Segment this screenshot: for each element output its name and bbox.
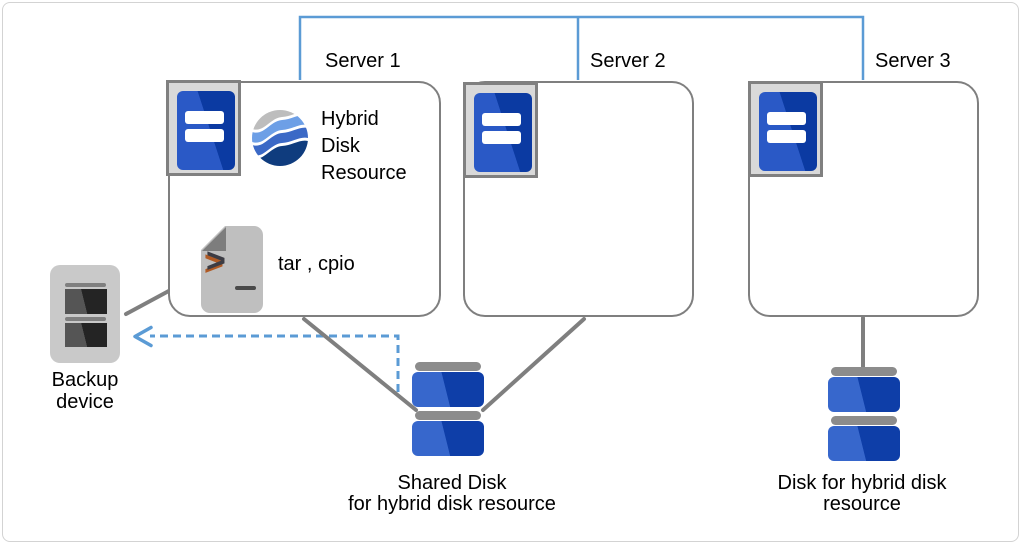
shared-disk-label: Shared Disk for hybrid disk resource xyxy=(348,472,556,515)
disk-platter xyxy=(412,372,484,407)
backup-slot-bar xyxy=(65,317,106,321)
server-icon-slot xyxy=(185,129,224,142)
backup-device-icon xyxy=(50,265,120,363)
backup-cartridge xyxy=(65,289,107,314)
server-icon-body xyxy=(177,91,235,170)
server-icon-slot xyxy=(482,131,521,144)
hybrid-disk-resource-label: Hybrid Disk Resource xyxy=(321,108,407,184)
server2-shareddisk-connector xyxy=(481,317,586,412)
server1-server-icon xyxy=(166,80,241,176)
server3-label: Server 3 xyxy=(875,50,951,72)
disk-platter xyxy=(828,426,900,461)
backup-cartridge xyxy=(65,323,107,347)
disk-cap xyxy=(831,416,897,425)
backup-device-label: Backup device xyxy=(51,369,119,413)
disk-cap xyxy=(415,411,481,420)
backup-slot-bar xyxy=(65,283,106,287)
server-icon-slot xyxy=(767,130,806,143)
server-icon-slot xyxy=(482,113,521,126)
server1-label: Server 1 xyxy=(325,50,401,72)
server1-shareddisk-connector xyxy=(302,317,418,412)
backup-dashed-arrow-line xyxy=(150,334,400,392)
server2-server-icon xyxy=(463,82,538,178)
server2-label: Server 2 xyxy=(590,50,666,72)
disk-cap xyxy=(415,362,481,371)
disk-platter xyxy=(412,421,484,456)
backup-commands-label: tar , cpio xyxy=(278,253,355,275)
prompt-shadow: > xyxy=(204,245,224,283)
hybrid-disk-icon xyxy=(828,367,900,462)
server3-server-icon xyxy=(748,81,823,177)
backup-arrowhead-icon xyxy=(133,325,153,348)
wave-sphere-icon xyxy=(252,110,308,166)
disk-platter xyxy=(828,377,900,412)
server-icon-slot xyxy=(185,111,224,124)
server-icon-slot xyxy=(767,112,806,125)
hybrid-disk-label: Disk for hybrid disk resource xyxy=(777,472,947,515)
script-file-icon: > > xyxy=(200,225,263,313)
server-icon-body xyxy=(759,92,817,171)
cursor-icon xyxy=(235,286,256,290)
prompt-icon: > xyxy=(206,242,226,280)
disk-cap xyxy=(831,367,897,376)
server-icon-body xyxy=(474,93,532,172)
shared-disk-icon xyxy=(412,362,484,457)
network-bus-line xyxy=(298,15,865,80)
